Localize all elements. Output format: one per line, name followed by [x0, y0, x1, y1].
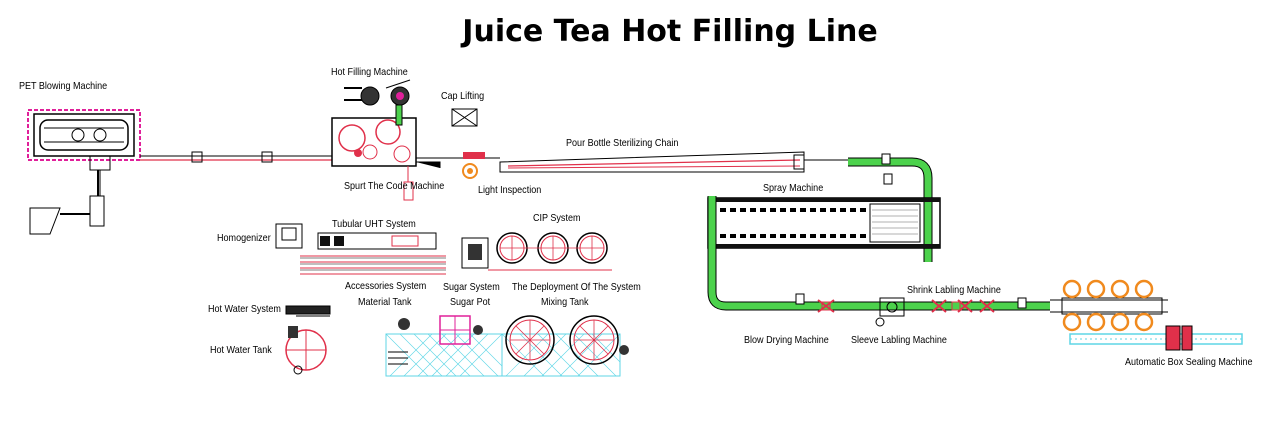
- label-cap-lifting: Cap Lifting: [441, 90, 485, 102]
- label-mixing-tank: Mixing Tank: [541, 296, 589, 308]
- label-pour-bottle: Pour Bottle Sterilizing Chain: [566, 137, 679, 149]
- transfer-conveyor: [416, 152, 500, 168]
- sleeve-labling-machine: [875, 297, 905, 327]
- coder-machine: [403, 166, 414, 201]
- cap-symbol-icon: [1062, 279, 1082, 299]
- pet-blowing-machine: [27, 109, 141, 171]
- hot-filling-machine: [331, 79, 417, 167]
- homogenizer: [275, 223, 303, 249]
- cap-symbol-icon: [1086, 312, 1106, 332]
- label-pet-blowing: PET Blowing Machine: [19, 80, 108, 92]
- label-homogenizer: Homogenizer: [217, 232, 271, 244]
- shrink-labling-machine: [931, 299, 995, 313]
- label-blow-drying: Blow Drying Machine: [744, 334, 829, 346]
- cap-symbol-icon: [1134, 279, 1154, 299]
- label-spurt-code: Spurt The Code Machine: [344, 180, 445, 192]
- preform-feeder: [29, 170, 105, 235]
- accessories-system: [461, 237, 489, 269]
- label-tubular-uht: Tubular UHT System: [332, 218, 416, 230]
- blow-drying-machine: [817, 299, 835, 313]
- air-conveyor: [140, 151, 332, 163]
- label-hot-water-system: Hot Water System: [208, 303, 281, 315]
- label-light-inspection: Light Inspection: [478, 184, 542, 196]
- label-accessories: Accessories System: [345, 280, 427, 292]
- cap-symbol-icon: [1110, 279, 1130, 299]
- spray-machine: [707, 197, 941, 249]
- page-title: Juice Tea Hot Filling Line: [462, 14, 878, 49]
- pour-bottle-sterilizing-chain: [499, 151, 848, 173]
- hot-water-system: [285, 305, 331, 317]
- label-spray: Spray Machine: [763, 182, 824, 194]
- automatic-box-sealing-machine: [1069, 325, 1243, 351]
- label-box-sealing: Automatic Box Sealing Machine: [1125, 356, 1253, 368]
- cap-symbol-icon: [1086, 279, 1106, 299]
- cap-symbol-icon: [1134, 312, 1154, 332]
- label-cip: CIP System: [533, 212, 581, 224]
- label-shrink-labling: Shrink Labling Machine: [907, 284, 1001, 296]
- green-conveyor-lower: [707, 196, 1050, 311]
- mixing-tank: [501, 315, 629, 377]
- label-material-tank: Material Tank: [358, 296, 412, 308]
- label-sugar-system: Sugar System: [443, 281, 500, 293]
- label-sugar-pot: Sugar Pot: [450, 296, 491, 308]
- label-sleeve-labling: Sleeve Labling Machine: [851, 334, 947, 346]
- packing-caps: [1062, 279, 1154, 332]
- light-inspection: [462, 163, 478, 179]
- cip-system: [488, 232, 612, 271]
- label-hot-filling: Hot Filling Machine: [331, 66, 408, 78]
- sugar-pot: [439, 315, 483, 345]
- green-conveyor-upper: [848, 153, 933, 262]
- hot-water-tank: [285, 326, 327, 375]
- cap-symbol-icon: [1062, 312, 1082, 332]
- bottle-packing-area: [1050, 297, 1168, 315]
- cap-symbol-icon: [1110, 312, 1130, 332]
- cap-lifting-box: [451, 108, 478, 127]
- material-tank-area: [385, 318, 503, 377]
- label-deployment: The Deployment Of The System: [512, 281, 641, 293]
- label-hot-water-tank: Hot Water Tank: [210, 344, 272, 356]
- tubular-uht-system: [300, 232, 446, 275]
